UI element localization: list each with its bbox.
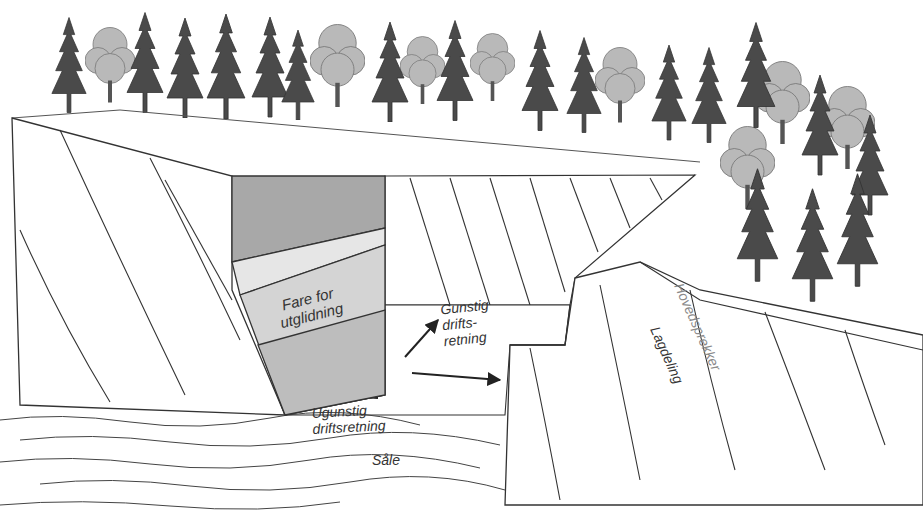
- bench-step: [510, 305, 570, 345]
- rock-joints: [20, 130, 240, 402]
- rock-joints: [530, 262, 923, 500]
- floor-lines: [0, 412, 505, 509]
- annotation-text: Ugunstig driftsretning: [311, 399, 425, 437]
- annotation-text: Gunstig drifts- retning: [440, 295, 509, 349]
- block-front-face: [240, 245, 385, 415]
- annotation-text: Såle: [372, 452, 432, 468]
- block-lower-face: [258, 310, 385, 415]
- right-rock-bench: [505, 262, 923, 505]
- landslide-block: Fare for utglidning: [230, 170, 390, 420]
